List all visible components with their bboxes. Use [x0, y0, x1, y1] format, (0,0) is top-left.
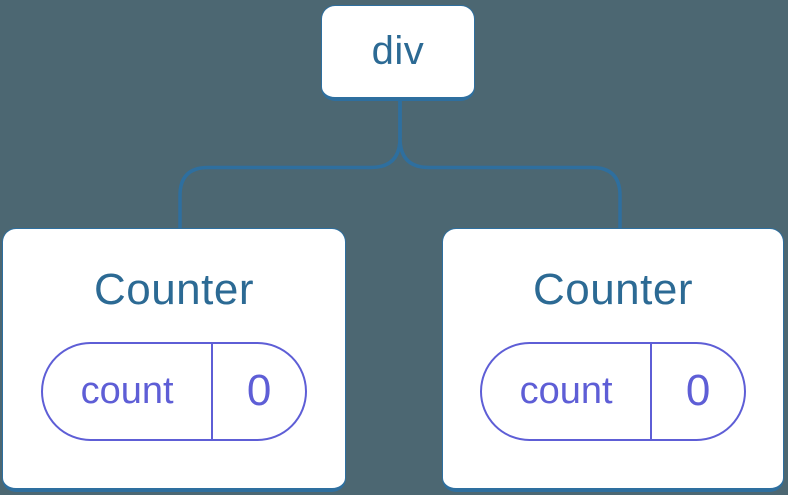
state-key-label: count	[519, 369, 613, 412]
component-name-label: Counter	[532, 265, 694, 314]
component-name-label: Counter	[93, 265, 255, 314]
state-pill: count 0	[480, 341, 746, 441]
tree-node-counter-left: Counter count 0	[2, 228, 346, 492]
tree-node-div: div	[321, 5, 475, 101]
state-key-cell: count	[43, 343, 214, 439]
state-value-cell: 0	[652, 344, 744, 439]
connector-right-branch	[398, 100, 622, 230]
state-value: 0	[685, 366, 711, 416]
state-value-cell: 0	[213, 344, 305, 439]
state-value: 0	[246, 366, 272, 416]
state-pill: count 0	[41, 341, 307, 441]
state-key-cell: count	[482, 343, 653, 439]
connector-left-branch	[178, 100, 402, 230]
state-key-label: count	[80, 369, 174, 412]
div-node-label: div	[371, 29, 425, 73]
tree-node-counter-right: Counter count 0	[442, 228, 784, 492]
